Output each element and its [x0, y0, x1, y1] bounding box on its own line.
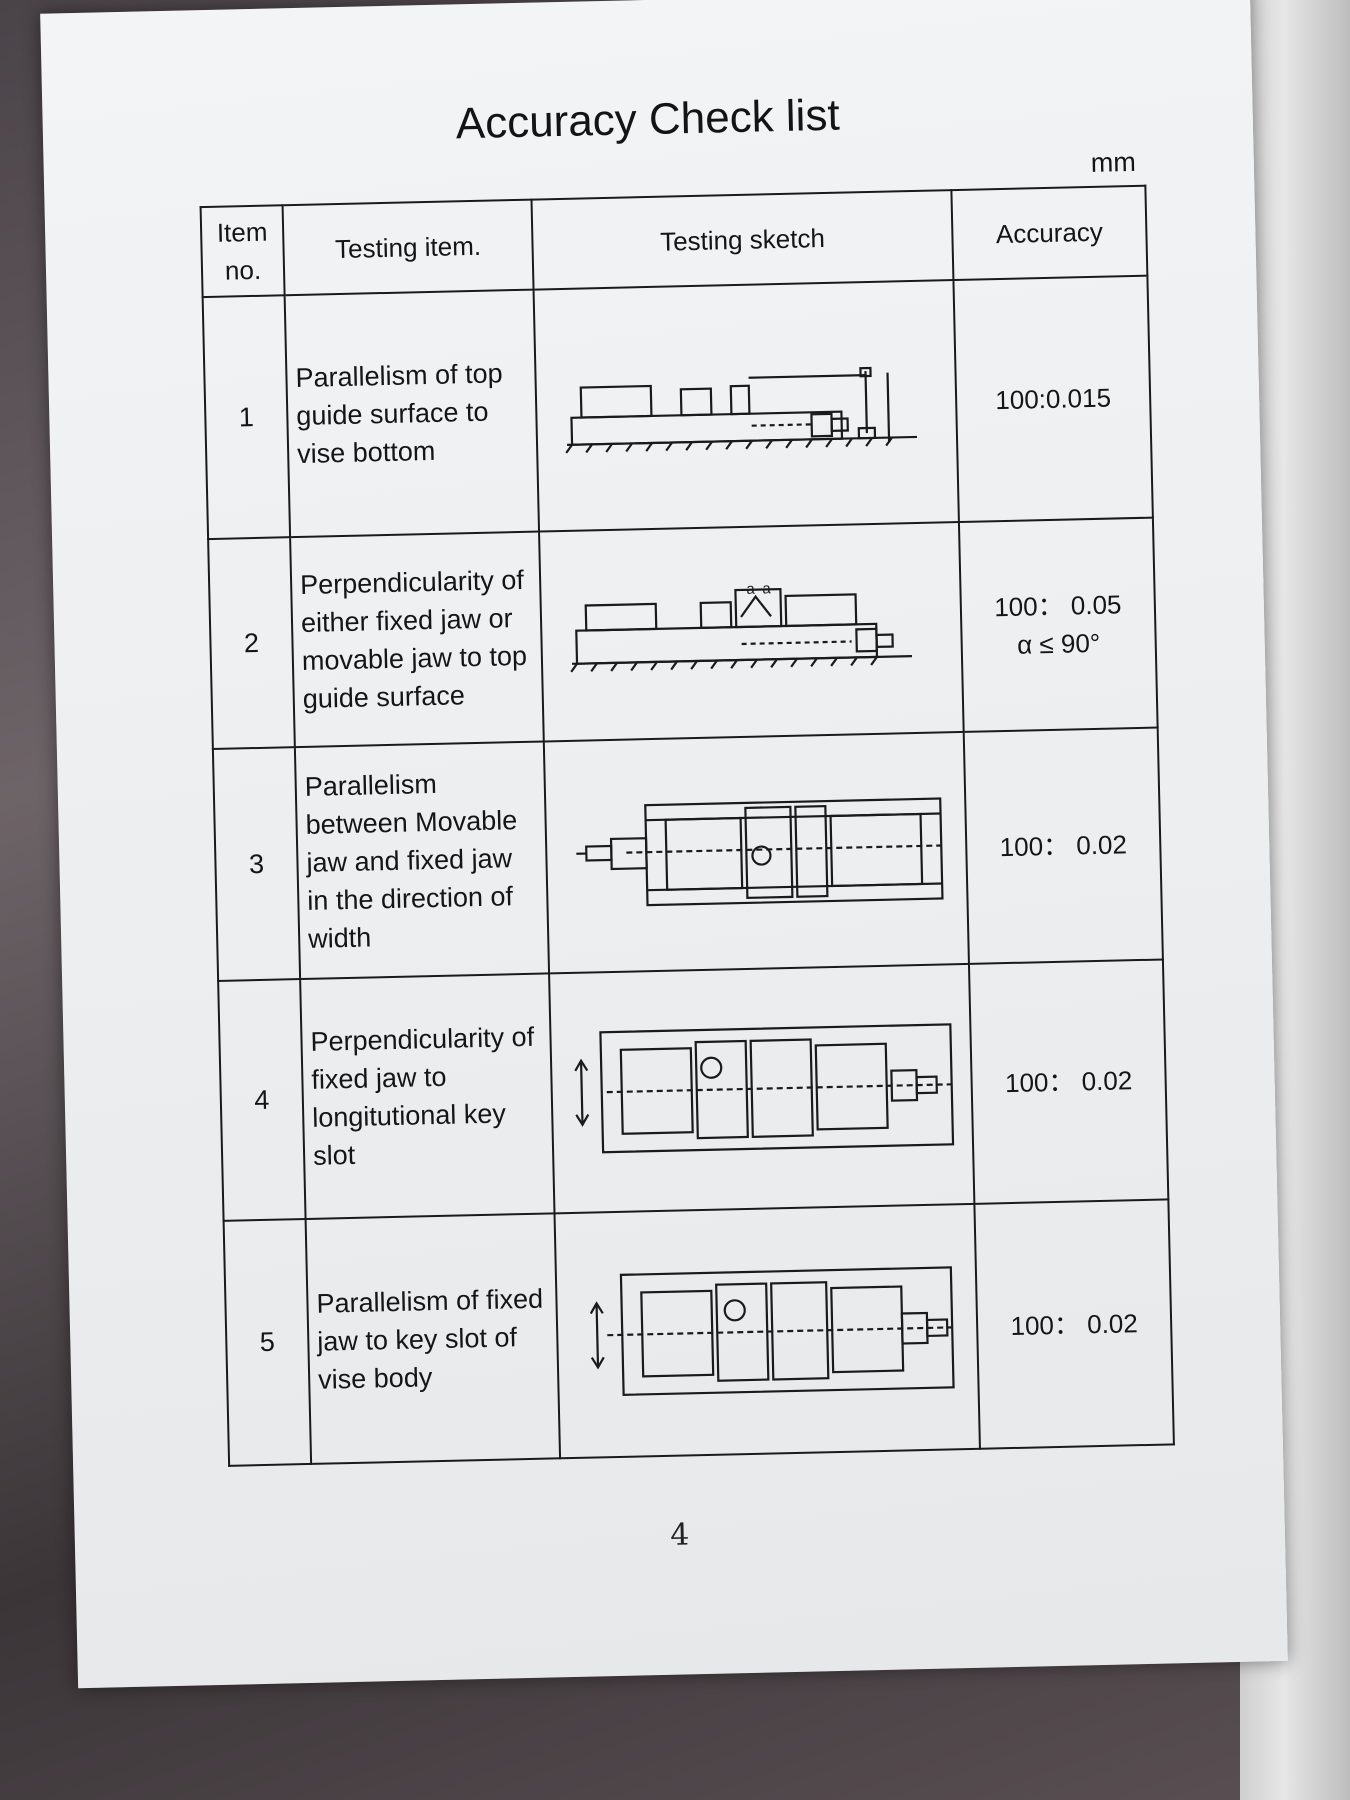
accuracy-primary: 100:0.015 — [994, 382, 1112, 416]
sketch-label-a: a — [762, 580, 771, 597]
accuracy-value: 100： 0.02 — [963, 727, 1163, 964]
document-page: Accuracy Check list mm Item no. Testing … — [40, 0, 1288, 1689]
accuracy-check-table: Item no. Testing item. Testing sketch Ac… — [200, 185, 1175, 1467]
key-slot-body-sketch — [589, 1265, 955, 1396]
jaw-angle-sketch: a a — [570, 580, 912, 673]
testing-sketch-2: a a — [539, 522, 964, 742]
sketch-label-a: a — [746, 581, 755, 598]
row-number: 3 — [212, 747, 301, 981]
row-number: 2 — [208, 537, 295, 749]
table-row: 3 Parallelism between Movable jaw and fi… — [212, 727, 1163, 981]
row-number: 5 — [223, 1219, 312, 1466]
row-number: 1 — [202, 295, 291, 540]
testing-sketch-5 — [554, 1203, 980, 1459]
header-testing-item: Testing item. — [282, 199, 534, 296]
unit-label: mm — [1090, 146, 1137, 178]
key-slot-sketch — [574, 1023, 955, 1154]
page-number: 4 — [669, 1517, 690, 1553]
testing-item: Perpendicularity of fixed jaw to longitu… — [300, 973, 555, 1220]
page-title: Accuracy Check list — [455, 90, 841, 149]
header-accuracy: Accuracy — [951, 185, 1148, 281]
row-number: 4 — [218, 979, 306, 1221]
side-view-sketch — [565, 366, 918, 454]
header-item-no: Item no. — [200, 205, 285, 298]
testing-sketch-1 — [533, 280, 959, 532]
top-view-sketch — [576, 797, 944, 907]
header-testing-sketch: Testing sketch — [531, 190, 954, 290]
table-row: 5 Parallelism of fixed jaw to key slot o… — [223, 1199, 1174, 1466]
accuracy-value: 100： 0.02 — [968, 959, 1169, 1204]
table-row: 4 Perpendicularity of fixed jaw to longi… — [218, 959, 1169, 1221]
accuracy-value: 100： 0.05 α ≤ 90° — [958, 517, 1158, 732]
accuracy-angle: α ≤ 90° — [1016, 627, 1101, 660]
testing-sketch-3 — [543, 731, 969, 974]
testing-item: Parallelism of top guide surface to vise… — [284, 289, 540, 538]
accuracy-primary: 100： 0.02 — [999, 829, 1128, 863]
table-row: 2 Perpendicularity of either fixed jaw o… — [208, 517, 1158, 749]
testing-item: Parallelism of fixed jaw to key slot of … — [305, 1213, 561, 1464]
testing-sketch-4 — [549, 963, 975, 1214]
testing-item: Perpendicularity of either fixed jaw or … — [290, 531, 544, 748]
accuracy-primary: 100： 0.05 — [993, 589, 1122, 623]
accuracy-value: 100： 0.02 — [974, 1199, 1174, 1449]
accuracy-primary: 100： 0.02 — [1004, 1065, 1133, 1099]
testing-item: Parallelism between Movable jaw and fixe… — [294, 741, 550, 980]
accuracy-primary: 100： 0.02 — [1010, 1307, 1139, 1341]
accuracy-value: 100:0.015 — [953, 275, 1153, 523]
table-row: 1 Parallelism of top guide surface to vi… — [202, 275, 1153, 540]
